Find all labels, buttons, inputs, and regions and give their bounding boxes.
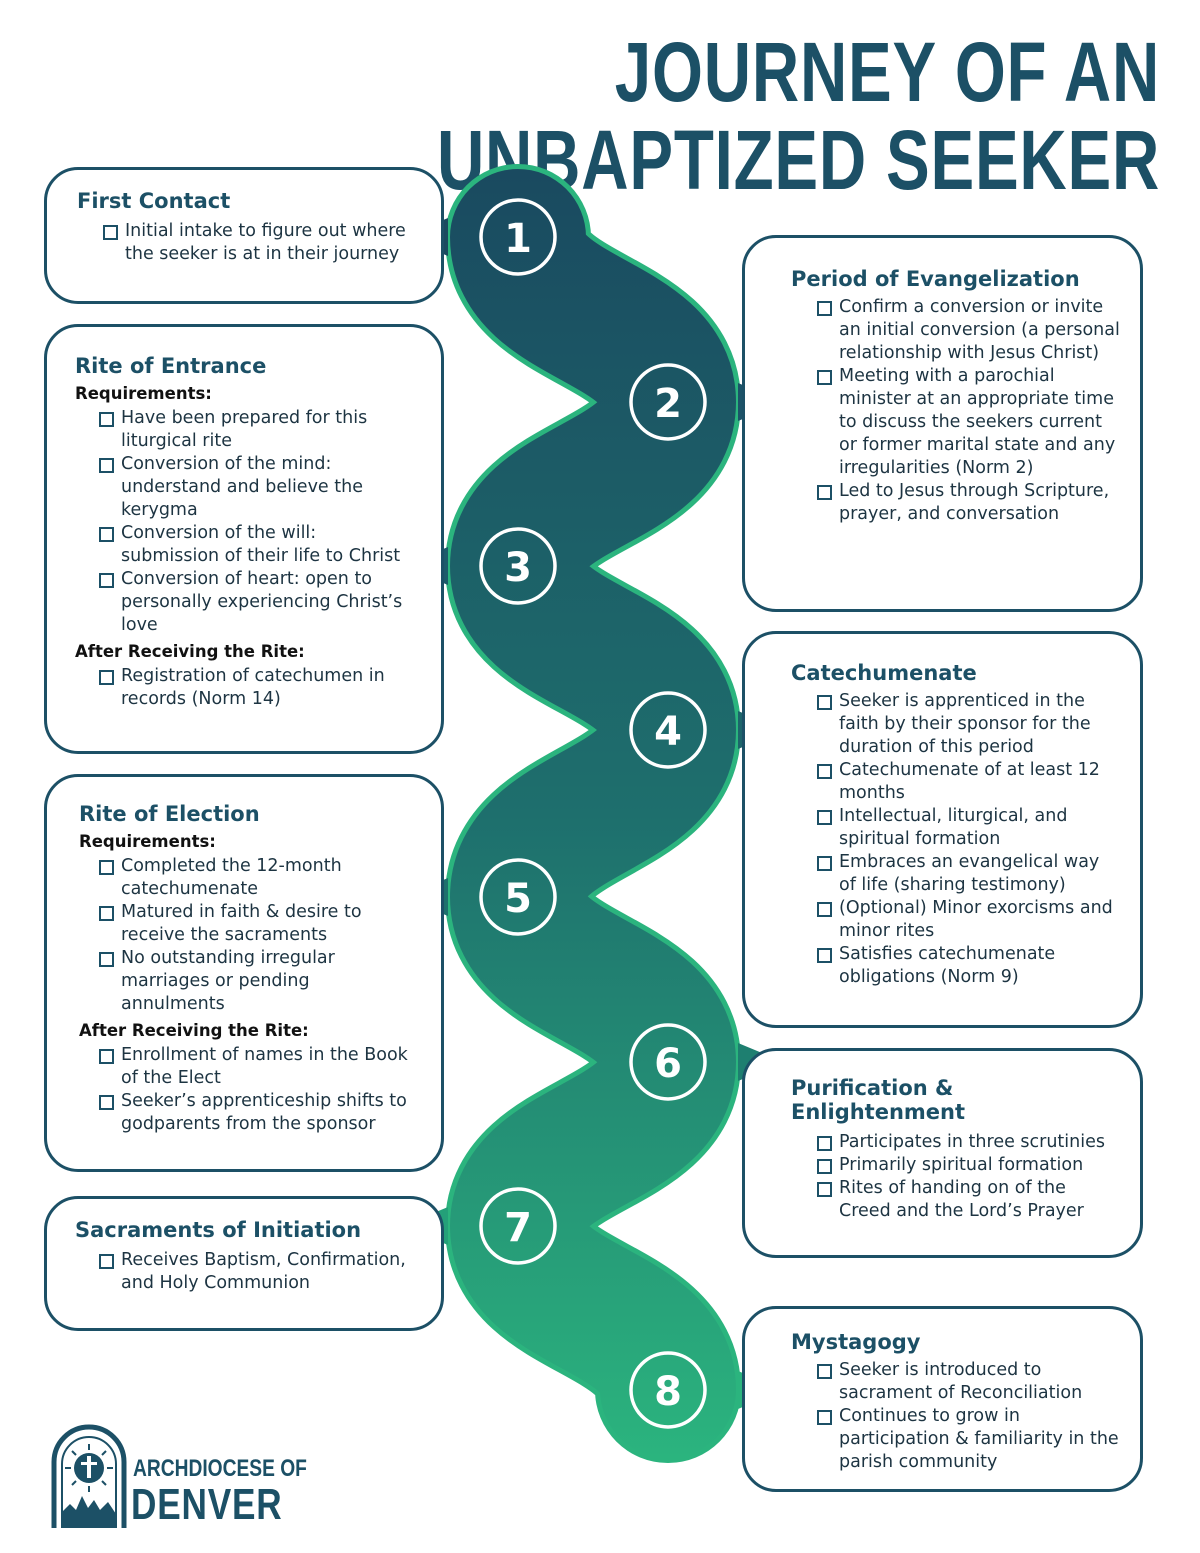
box-title: Catechumenate [791, 661, 977, 685]
checklist-item: Completed the 12-month catechumenate [99, 855, 411, 901]
box-mystagogy: Mystagogy Seeker is introduced to sacram… [742, 1306, 1143, 1492]
after-rite-label: After Receiving the Rite: [75, 642, 305, 661]
box-evangelization: Period of Evangelization Confirm a conve… [742, 235, 1143, 612]
box-rite-of-entrance: Rite of Entrance Requirements: Have been… [44, 324, 444, 754]
step-number-5: 5 [504, 876, 532, 922]
step-number-7: 7 [504, 1205, 532, 1251]
archdiocese-logo-icon [51, 1424, 127, 1528]
checklist-item: Conversion of heart: open to personally … [99, 568, 411, 637]
box-purification-enlightenment: Purification & Enlightenment Participate… [742, 1048, 1143, 1258]
after-rite-label: After Receiving the Rite: [79, 1021, 309, 1040]
checklist-item: Rites of handing on of the Creed and the… [817, 1177, 1120, 1223]
checklist-item: Led to Jesus through Scripture, prayer, … [817, 480, 1120, 526]
step-number-4: 4 [654, 709, 682, 755]
path-body [449, 169, 737, 1458]
requirements-label: Requirements: [79, 832, 216, 851]
requirements-label: Requirements: [75, 384, 212, 403]
box-title: Mystagogy [791, 1330, 921, 1354]
step-number-6: 6 [654, 1041, 682, 1087]
checklist-item: Have been prepared for this liturgical r… [99, 407, 411, 453]
checklist-item: Seeker’s apprenticeship shifts to godpar… [99, 1090, 411, 1136]
box-title-line-2: Enlightenment [791, 1100, 966, 1124]
box-title: Sacraments of Initiation [75, 1218, 362, 1242]
checklist-item: Confirm a conversion or invite an initia… [817, 296, 1120, 365]
checklist-item: Conversion of the will: submission of th… [99, 522, 411, 568]
checklist-item: Participates in three scrutinies [817, 1131, 1120, 1154]
box-title: First Contact [77, 189, 231, 213]
checklist-item: Continues to grow in participation & fam… [817, 1405, 1120, 1474]
checklist-item: Conversion of the mind: understand and b… [99, 453, 411, 522]
checklist-item: No outstanding irregular marriages or pe… [99, 947, 411, 1016]
checklist-item: Embraces an evangelical way of life (sha… [817, 851, 1120, 897]
box-title: Rite of Entrance [75, 354, 267, 378]
checklist-item: Catechumenate of at least 12 months [817, 759, 1120, 805]
logo-text-line-1: ARCHDIOCESE OF [133, 1455, 307, 1482]
checklist-item: Initial intake to figure out where the s… [103, 220, 421, 266]
checklist-item: Seeker is introduced to sacrament of Rec… [817, 1359, 1120, 1405]
checklist-item: Matured in faith & desire to receive the… [99, 901, 411, 947]
step-number-3: 3 [504, 545, 532, 591]
box-rite-of-election: Rite of Election Requirements: Completed… [44, 774, 444, 1172]
box-title: Period of Evangelization [791, 267, 1080, 291]
title-line-1: JOURNEY OF AN [614, 25, 1160, 119]
box-title-line-1: Purification & [791, 1076, 954, 1100]
step-number-1: 1 [504, 216, 532, 262]
checklist-item: Meeting with a parochial minister at an … [817, 365, 1120, 480]
checklist-item: Enrollment of names in the Book of the E… [99, 1044, 411, 1090]
checklist-item: Registration of catechumen in records (N… [99, 665, 411, 711]
logo-text-line-2: DENVER [131, 1480, 283, 1529]
box-sacraments-of-initiation: Sacraments of Initiation Receives Baptis… [44, 1196, 444, 1331]
checklist-item: Intellectual, liturgical, and spiritual … [817, 805, 1120, 851]
checklist-item: Receives Baptism, Confirmation, and Holy… [99, 1249, 421, 1295]
checklist-item: (Optional) Minor exorcisms and minor rit… [817, 897, 1120, 943]
checklist-item: Primarily spiritual formation [817, 1154, 1120, 1177]
box-catechumenate: Catechumenate Seeker is apprenticed in t… [742, 631, 1143, 1028]
checklist-item: Satisfies catechumenate obligations (Nor… [817, 943, 1120, 989]
checklist-item: Seeker is apprenticed in the faith by th… [817, 690, 1120, 759]
box-title: Rite of Election [79, 802, 260, 826]
step-circles [479, 198, 707, 1429]
step-number-8: 8 [654, 1369, 682, 1415]
step-number-2: 2 [654, 381, 682, 427]
box-first-contact: First Contact Initial intake to figure o… [44, 167, 444, 304]
